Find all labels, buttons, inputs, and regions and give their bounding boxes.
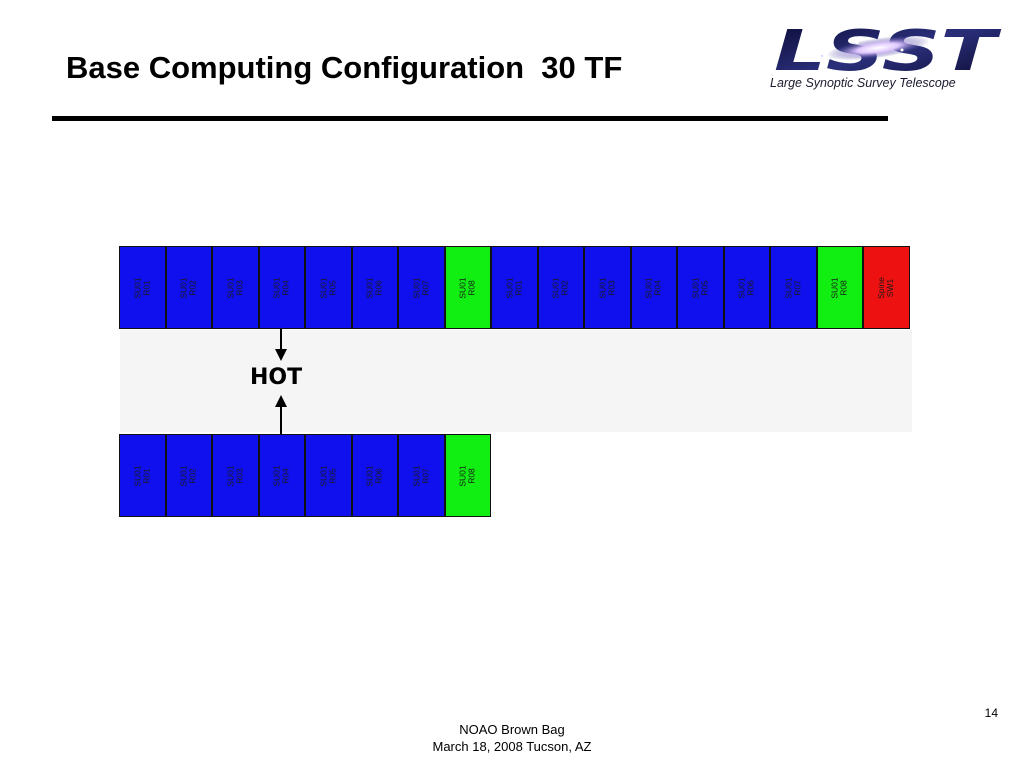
- top-rack-12: SU01 R04: [630, 246, 677, 329]
- top-rack-11: SU01 R03: [584, 246, 631, 329]
- rack-label: SU01 R03: [225, 276, 245, 299]
- logo-tagline: Large Synoptic Survey Telescope: [770, 76, 956, 90]
- top-rack-3: SU01 R03: [212, 246, 259, 329]
- top-rack-14: SU01 R06: [723, 246, 770, 329]
- rack-label: SU01 R04: [271, 464, 291, 487]
- bottom-rack-5: SU01 R05: [305, 434, 352, 517]
- rack-label: SU01 R02: [178, 464, 198, 487]
- rack-label: Spine SW1: [876, 276, 896, 299]
- rack-label: SU01 R01: [504, 276, 524, 299]
- title-underline: [52, 116, 888, 121]
- rack-label: SU01 R01: [132, 276, 152, 299]
- rack-label: SU01 R05: [690, 276, 710, 299]
- top-rack-8: SU01 R08: [444, 246, 491, 329]
- arrow-up-icon: [275, 395, 287, 407]
- bottom-rack-4: SU01 R04: [258, 434, 305, 517]
- lsst-logo: LSST Large Synoptic Survey Telescope: [762, 20, 1002, 100]
- rack-label: SU01 R02: [178, 276, 198, 299]
- bottom-rack-1: SU01 R01: [119, 434, 166, 517]
- top-rack-7: SU01 R07: [398, 246, 445, 329]
- bottom-rack-2: SU01 R02: [165, 434, 212, 517]
- connector-line-bottom: [280, 407, 282, 434]
- top-rack-5: SU01 R05: [305, 246, 352, 329]
- top-rack-10: SU01 R02: [537, 246, 584, 329]
- bottom-rack-row: SU01 R01 SU01 R02 SU01 R03 SU01 R04 SU01 R05…: [119, 434, 491, 517]
- rack-label: SU01 R06: [736, 276, 756, 299]
- top-rack-4: SU01 R04: [258, 246, 305, 329]
- lsst-logo-graphic: LSST: [774, 20, 1002, 80]
- rack-label: SU01 R08: [457, 276, 477, 299]
- hot-aisle-band: [120, 330, 912, 432]
- rack-label: SU01 R03: [597, 276, 617, 299]
- footer-date-location: March 18, 2008 Tucson, AZ: [432, 739, 592, 754]
- rack-label: SU01 R05: [318, 464, 338, 487]
- top-rack-1: SU01 R01: [119, 246, 166, 329]
- top-rack-9: SU01 R01: [491, 246, 538, 329]
- top-rack-15: SU01 R07: [770, 246, 817, 329]
- top-rack-row: SU01 R01 SU01 R02 SU01 R03 SU01 R04 SU01 R05…: [119, 246, 910, 329]
- rack-label: SU01 R04: [643, 276, 663, 299]
- slide-title: Base Computing Configuration 30 TF: [66, 50, 623, 85]
- arrow-down-icon: [275, 349, 287, 361]
- rack-label: SU01 R02: [550, 276, 570, 299]
- top-rack-17: Spine SW1: [863, 246, 910, 329]
- rack-label: SU01 R07: [411, 464, 431, 487]
- top-rack-2: SU01 R02: [165, 246, 212, 329]
- bottom-rack-6: SU01 R06: [351, 434, 398, 517]
- top-rack-13: SU01 R05: [677, 246, 724, 329]
- page-number: 14: [984, 706, 998, 720]
- footer-event: NOAO Brown Bag: [459, 722, 565, 737]
- rack-label: SU01 R08: [457, 464, 477, 487]
- top-rack-6: SU01 R06: [351, 246, 398, 329]
- rack-label: SU01 R07: [783, 276, 803, 299]
- rack-label: SU01 R08: [829, 276, 849, 299]
- bottom-rack-7: SU01 R07: [398, 434, 445, 517]
- bottom-rack-8: SU01 R08: [444, 434, 491, 517]
- rack-label: SU01 R04: [271, 276, 291, 299]
- connector-line-top: [280, 329, 282, 349]
- top-rack-16: SU01 R08: [816, 246, 863, 329]
- rack-label: SU01 R07: [411, 276, 431, 299]
- rack-label: SU01 R06: [364, 276, 384, 299]
- hot-aisle-label: HOT: [250, 365, 303, 390]
- rack-label: SU01 R01: [132, 464, 152, 487]
- lower-band: [490, 436, 912, 522]
- rack-label: SU01 R05: [318, 276, 338, 299]
- bottom-rack-3: SU01 R03: [212, 434, 259, 517]
- rack-label: SU01 R03: [225, 464, 245, 487]
- rack-label: SU01 R06: [364, 464, 384, 487]
